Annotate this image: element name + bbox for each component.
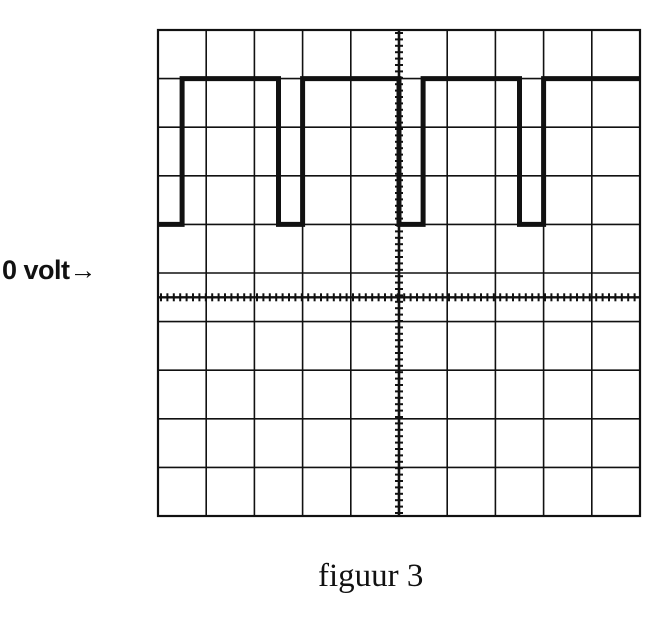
zero-volt-label: 0 volt [2, 255, 70, 285]
zero-volt-marker: 0 volt→ [2, 252, 97, 288]
right-arrow-icon: → [69, 255, 97, 285]
figure-caption: figuur 3 [318, 558, 424, 594]
graticule-center-axes [158, 30, 640, 516]
pulse-trace [158, 76, 640, 227]
signal-trace-group [158, 76, 640, 227]
